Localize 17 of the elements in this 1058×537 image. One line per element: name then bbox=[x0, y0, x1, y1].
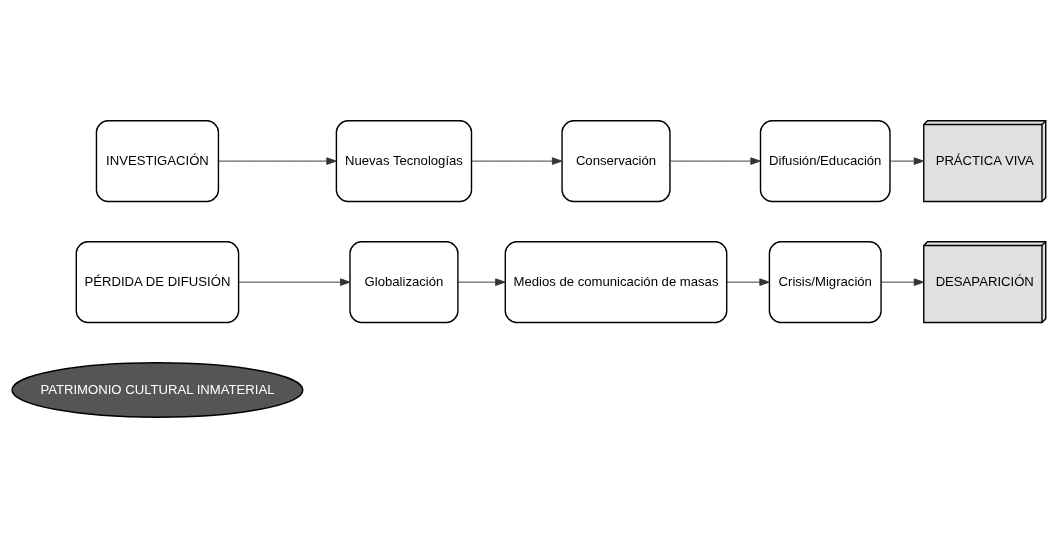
arrow bbox=[669, 156, 761, 165]
arrow bbox=[471, 156, 563, 165]
node-box: Medios de comunicación de masas bbox=[504, 240, 728, 323]
node-box: PÉRDIDA DE DIFUSIÓN bbox=[75, 240, 240, 323]
arrow bbox=[218, 156, 337, 165]
node-box: Conservación bbox=[561, 119, 671, 202]
node-ellipse: PATRIMONIO CULTURAL INMATERIAL bbox=[11, 361, 304, 418]
arrow bbox=[889, 156, 925, 165]
node-box: Globalización bbox=[349, 240, 459, 323]
arrow bbox=[880, 277, 925, 286]
arrow bbox=[457, 277, 506, 286]
arrow bbox=[238, 277, 351, 286]
node-box: INVESTIGACIÓN bbox=[95, 119, 220, 202]
node-box: Difusión/Educación bbox=[759, 119, 891, 202]
arrow bbox=[726, 277, 770, 286]
node-box: Nuevas Tecnologías bbox=[335, 119, 473, 202]
node-box: Crisis/Migración bbox=[768, 240, 882, 323]
